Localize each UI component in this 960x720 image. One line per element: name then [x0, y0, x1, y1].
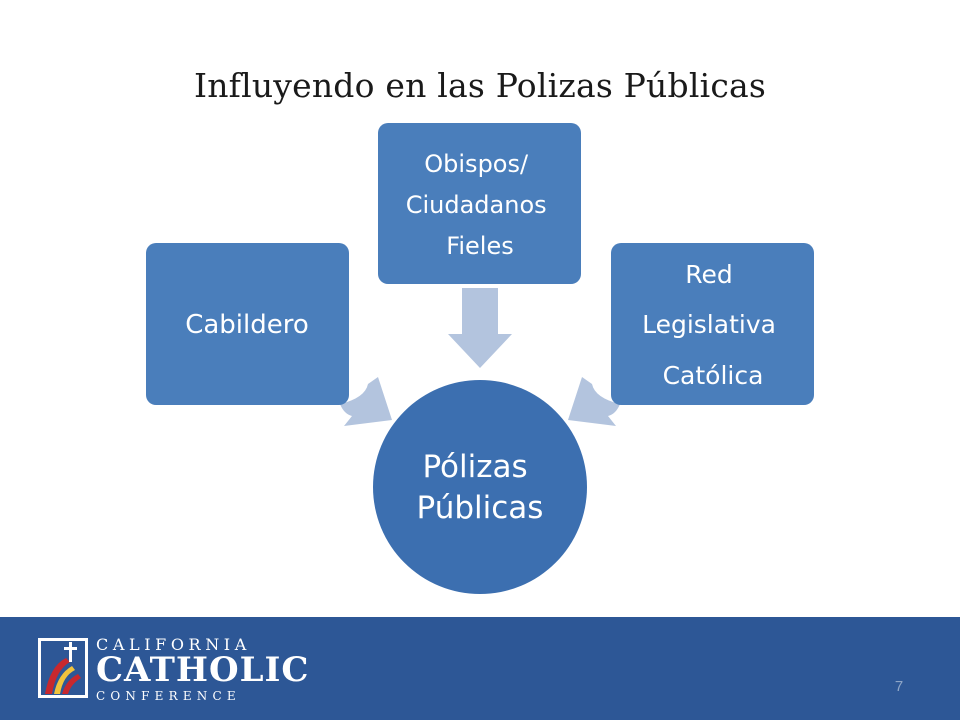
center-node	[373, 380, 587, 594]
center-node-line: Pólizas	[422, 449, 527, 485]
node-red-legislativa	[611, 243, 814, 405]
org-name-line-3: CONFERENCE	[96, 689, 241, 703]
node-line: Red	[685, 260, 733, 289]
policy-influence-diagram: Pólizas Públicas Cabildero Obispos/ Ciud…	[146, 123, 814, 594]
node-line: Cabildero	[185, 310, 309, 340]
org-name-line-1: CALIFORNIA	[96, 635, 251, 654]
arrow-from-lobbyist	[340, 377, 392, 426]
page-number: 7	[894, 678, 904, 695]
node-line: Ciudadanos	[406, 191, 547, 219]
california-catholic-conference-logo	[38, 638, 88, 698]
node-obispos	[378, 123, 581, 284]
org-name-line-2: CATHOLIC	[96, 650, 310, 690]
node-line: Legislativa	[642, 310, 776, 339]
node-obispos-label: Obispos/ Ciudadanos Fieles	[406, 150, 555, 260]
node-cabildero-label: Cabildero	[185, 310, 309, 340]
node-line: Obispos/	[424, 150, 529, 178]
arrow-from-network	[568, 377, 620, 426]
node-red-legislativa-label: Red Legislativa Católica	[642, 260, 784, 390]
arrow-from-bishops	[448, 288, 512, 368]
node-line: Católica	[663, 361, 764, 390]
node-cabildero	[146, 243, 349, 405]
footer-bar	[0, 617, 960, 720]
node-line: Fieles	[446, 232, 513, 260]
slide-title: Influyendo en las Polizas Públicas	[193, 66, 767, 105]
center-node-label: Pólizas Públicas	[417, 449, 544, 526]
center-node-line: Públicas	[417, 490, 544, 526]
